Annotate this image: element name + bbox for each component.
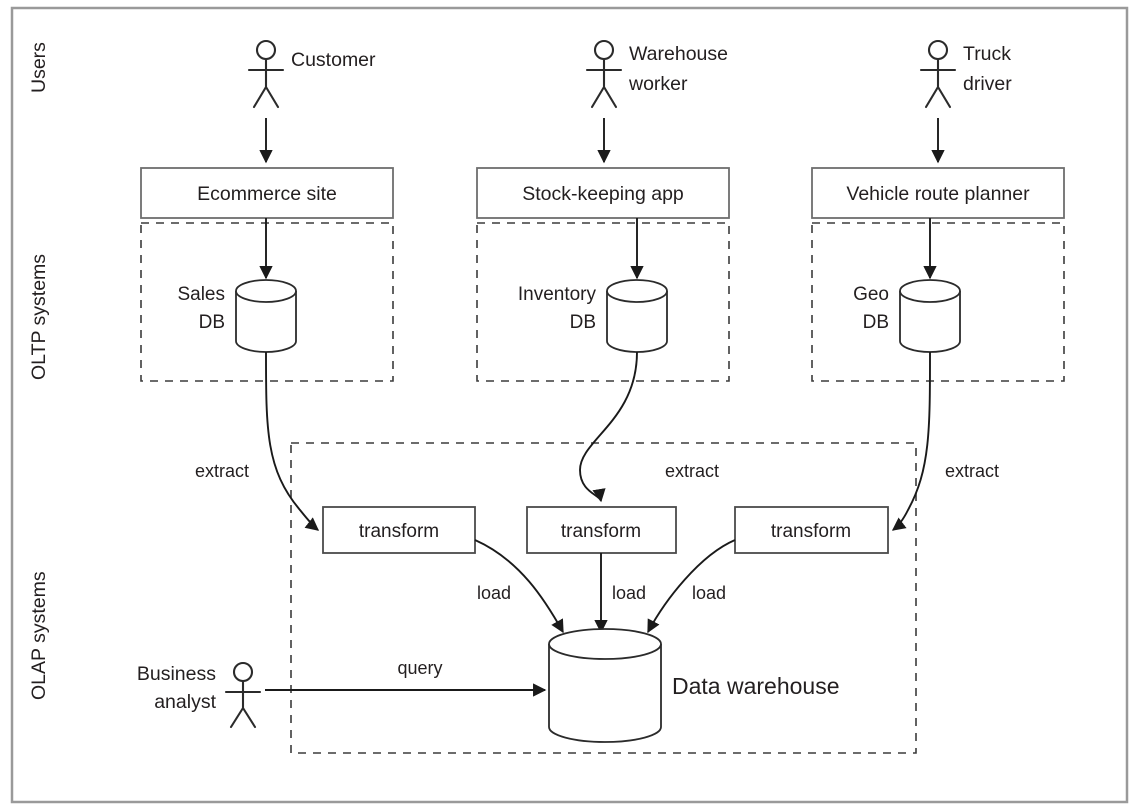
actor-customer: Customer [247,39,376,109]
arrow-load-transform3-to-warehouse [647,539,736,634]
db-label-inventory-line2: DB [570,312,596,333]
label-data-warehouse: Data warehouse [672,673,840,699]
db-cylinder-top [235,279,297,303]
edge-label-query: query [397,658,442,678]
lane-label-oltp-systems: OLTP systems [28,254,50,380]
edge-label-load-1: load [477,583,511,603]
transform-box-rect[interactable] [734,506,889,554]
database-data-warehouse: Data warehouse [548,628,840,743]
actor-body-icon [224,679,262,729]
db-label-geo-line1: Geo [853,284,889,305]
system-box-ecommerce-site[interactable]: Ecommerce site [140,167,394,219]
arrow-extract-geo-to-transform3 [891,351,931,531]
db-cylinder-top [548,628,662,660]
db-cylinder-body [606,291,668,353]
actor-body-icon [585,57,623,109]
actor-label-warehouse-worker-line2: worker [628,73,688,95]
actor-label-truck-driver-line1: Truck [963,43,1011,65]
actor-label-truck-driver-line2: driver [963,73,1012,95]
actor-label-business-analyst-line2: analyst [154,691,216,713]
actor-business-analyst: Business analyst [137,661,262,729]
system-box-rect[interactable] [476,167,730,219]
actor-label-customer: Customer [291,49,376,71]
db-label-geo-line2: DB [863,312,889,333]
actor-truck-driver: Truck driver [919,39,1012,109]
database-sales-db: Sales DB [177,279,297,353]
actor-label-warehouse-worker-line1: Warehouse [629,43,728,65]
system-box-vehicle-route-planner[interactable]: Vehicle route planner [811,167,1065,219]
transform-label-1: transform [359,521,439,542]
system-label-stock-keeping-app: Stock-keeping app [522,183,684,205]
edge-label-extract-3: extract [945,461,999,481]
lane-label-olap-systems: OLAP systems [28,571,50,700]
oltp-zone-sales [140,222,394,382]
actor-warehouse-worker: Warehouse worker [585,39,728,109]
oltp-zone-inventory [476,222,730,382]
transform-box-2[interactable]: transform [526,506,677,554]
arrow-load-transform1-to-warehouse [474,539,564,634]
actor-body-icon [247,57,285,109]
edge-label-load-3: load [692,583,726,603]
database-inventory-db: Inventory DB [518,279,668,353]
db-cylinder-top [899,279,961,303]
db-label-inventory-line1: Inventory [518,284,597,305]
transform-box-1[interactable]: transform [322,506,476,554]
transform-box-3[interactable]: transform [734,506,889,554]
transform-box-rect[interactable] [526,506,677,554]
transform-label-2: transform [561,521,641,542]
database-geo-db: Geo DB [853,279,961,353]
db-cylinder-top [606,279,668,303]
edge-label-extract-1: extract [195,461,249,481]
olap-zone-box [290,442,917,754]
transform-label-3: transform [771,521,851,542]
system-box-stock-keeping-app[interactable]: Stock-keeping app [476,167,730,219]
arrow-extract-sales-to-transform1 [265,351,320,531]
edge-label-load-2: load [612,583,646,603]
actor-label-business-analyst-line1: Business [137,663,216,685]
oltp-zone-geo [811,222,1065,382]
db-label-sales-line2: DB [199,312,225,333]
system-label-ecommerce-site: Ecommerce site [197,183,337,205]
arrow-extract-inventory-to-transform2 [579,351,638,503]
system-label-vehicle-route-planner: Vehicle route planner [846,183,1030,205]
db-label-sales-line1: Sales [177,284,225,305]
db-cylinder-body [548,644,662,743]
db-cylinder-body [899,291,961,353]
system-box-rect[interactable] [140,167,394,219]
edge-label-extract-2: extract [665,461,719,481]
lane-label-users: Users [28,42,50,93]
transform-box-rect[interactable] [322,506,476,554]
actor-body-icon [919,57,957,109]
db-cylinder-body [235,291,297,353]
system-box-rect[interactable] [811,167,1065,219]
